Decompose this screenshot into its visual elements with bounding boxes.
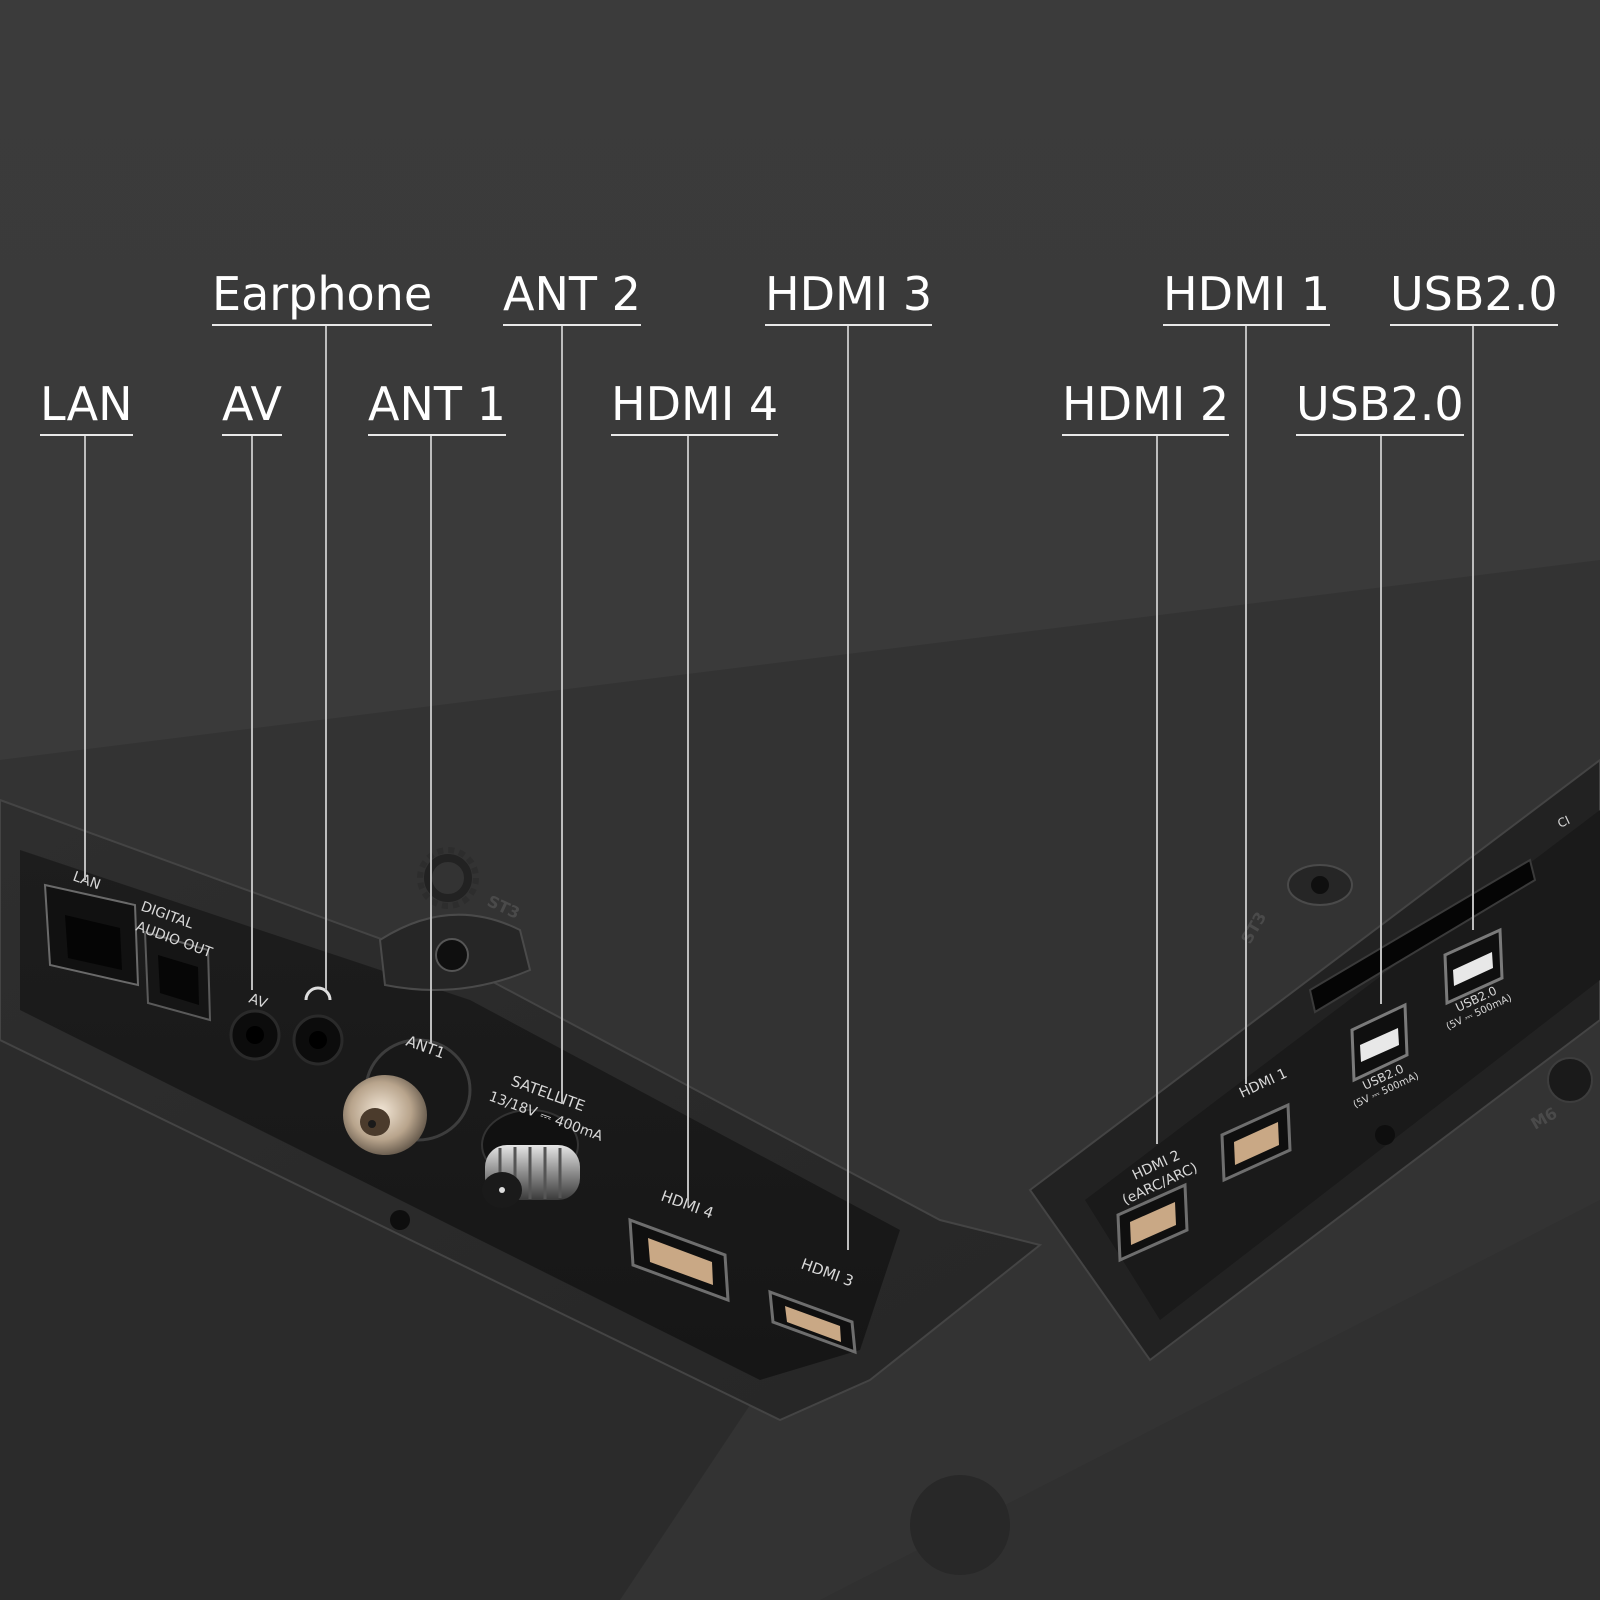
- earphone-callout-label: Earphone: [212, 268, 433, 326]
- hdmi2-callout-label: HDMI 2: [1062, 378, 1230, 436]
- earphone-leader-line: [325, 324, 327, 990]
- hdmi2-leader-line: [1156, 434, 1158, 1144]
- hdmi4-callout-label: HDMI 4: [611, 378, 779, 436]
- av-leader-line: [251, 434, 253, 990]
- usb-upper-callout-label: USB2.0: [1390, 268, 1558, 326]
- hdmi3-leader-line: [847, 324, 849, 1250]
- av-callout-label: AV: [222, 378, 282, 436]
- ant1-leader-line: [430, 434, 432, 1044]
- lan-callout-label: LAN: [40, 378, 133, 436]
- hdmi1-callout-label: HDMI 1: [1163, 268, 1331, 326]
- usb-lower-leader-line: [1380, 434, 1382, 1004]
- ant2-leader-line: [561, 324, 563, 1104]
- ci-slot-label: CI: [1555, 813, 1572, 831]
- av-port-label: AV: [247, 991, 270, 1012]
- usb-lower-callout-label: USB2.0: [1296, 378, 1464, 436]
- ant2-callout-label: ANT 2: [503, 268, 641, 326]
- hdmi4-leader-line: [687, 434, 689, 1200]
- hdmi3-callout-label: HDMI 3: [765, 268, 933, 326]
- ant1-callout-label: ANT 1: [368, 378, 506, 436]
- usb-upper-leader-line: [1472, 324, 1474, 930]
- lan-leader-line: [84, 434, 86, 880]
- hdmi1-leader-line: [1245, 324, 1247, 1084]
